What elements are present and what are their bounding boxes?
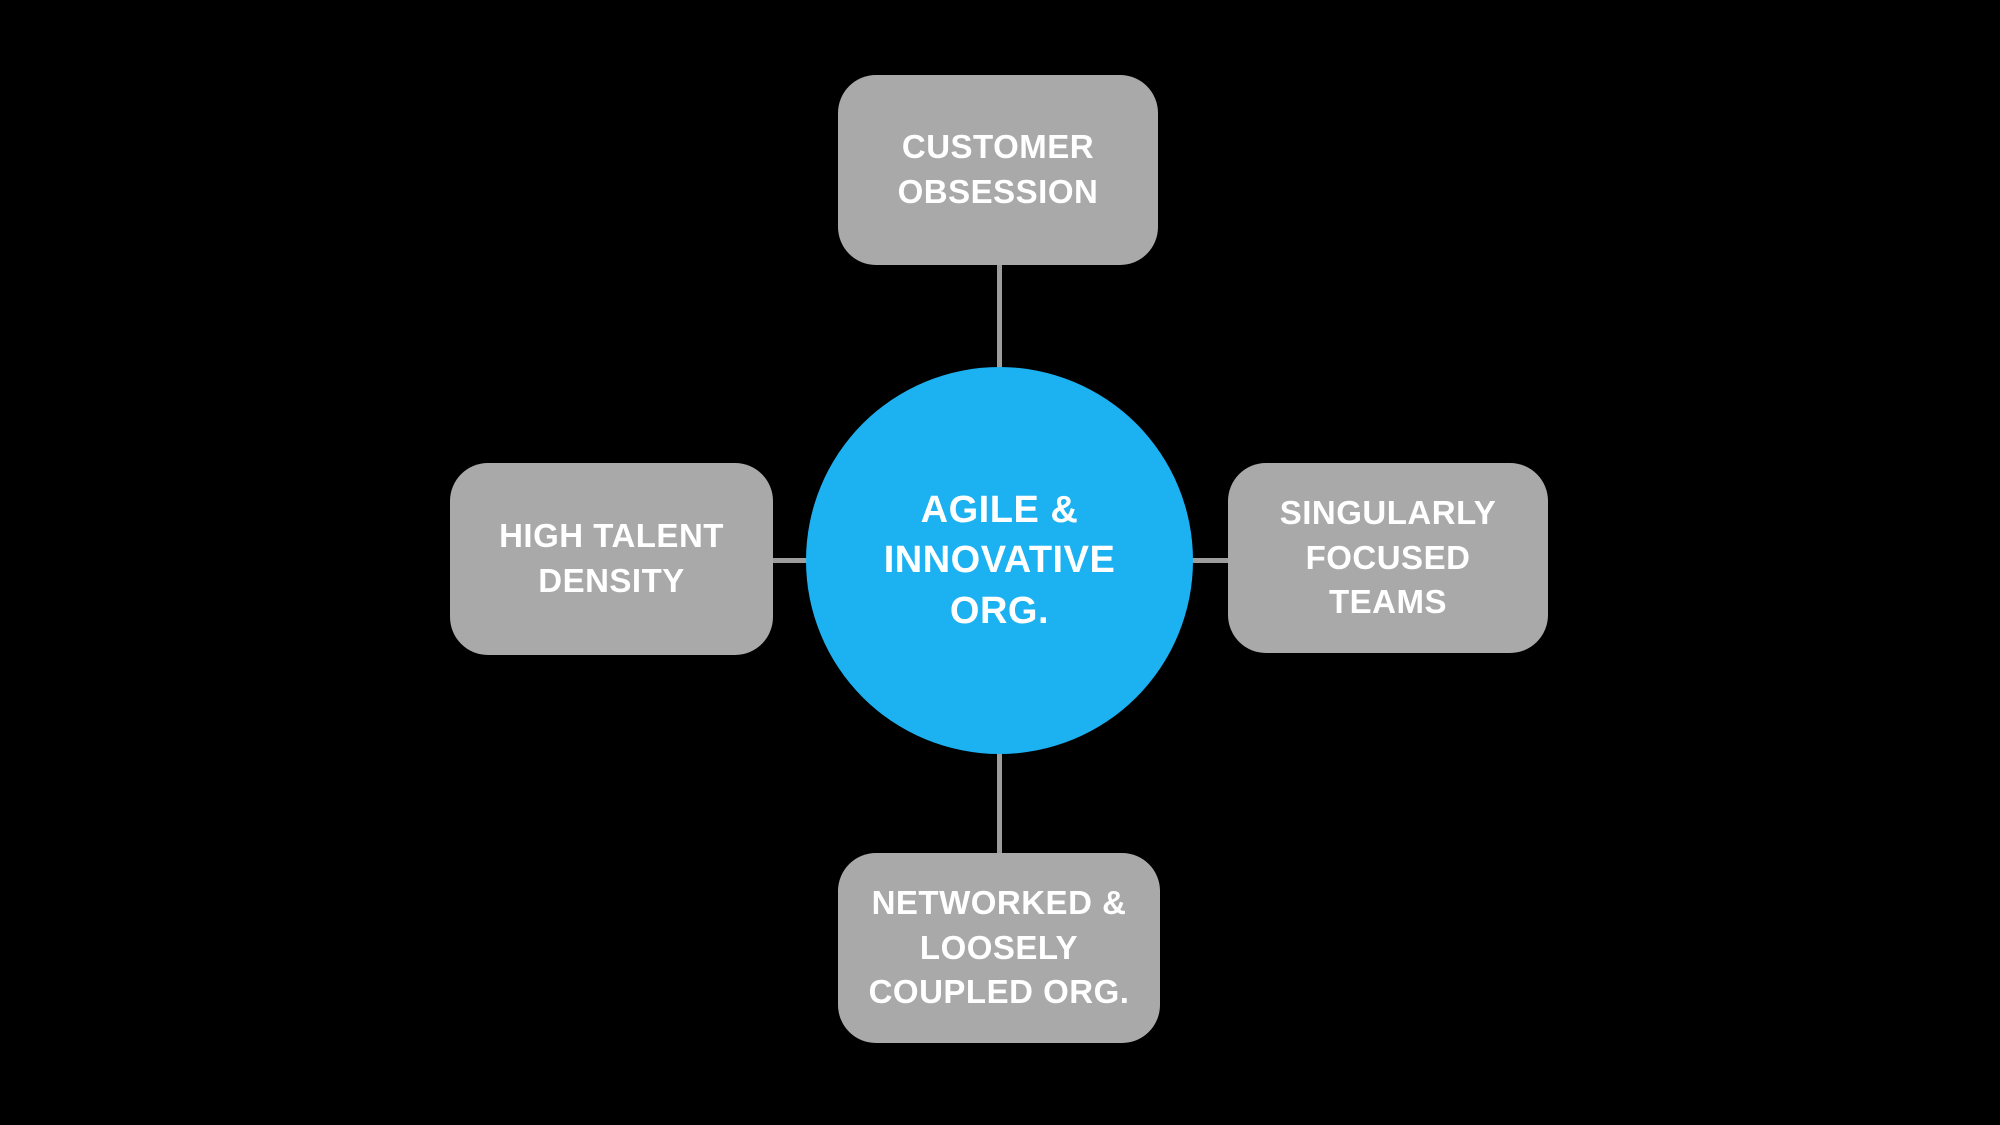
node-networked-loosely-coupled-org: NETWORKED & LOOSELY COUPLED ORG. bbox=[838, 853, 1160, 1043]
connector-hub-to-left bbox=[768, 558, 810, 563]
connector-hub-to-right bbox=[1190, 558, 1232, 563]
node-high-talent-density: HIGH TALENT DENSITY bbox=[450, 463, 773, 655]
connector-hub-to-top bbox=[997, 262, 1002, 372]
node-high-talent-density-label: HIGH TALENT DENSITY bbox=[499, 517, 724, 599]
node-singularly-focused-teams-label: SINGULARLY FOCUSED TEAMS bbox=[1279, 493, 1497, 621]
connector-hub-to-bottom bbox=[997, 748, 1002, 858]
node-networked-loosely-coupled-org-label: NETWORKED & LOOSELY COUPLED ORG. bbox=[868, 883, 1130, 1011]
node-customer-obsession-label: CUSTOMER OBSESSION bbox=[897, 128, 1099, 210]
hub-agile-innovative-org: AGILE & INNOVATIVE ORG. bbox=[806, 367, 1193, 754]
node-customer-obsession: CUSTOMER OBSESSION bbox=[838, 75, 1158, 265]
node-singularly-focused-teams: SINGULARLY FOCUSED TEAMS bbox=[1228, 463, 1548, 653]
hub-agile-innovative-org-label: AGILE & INNOVATIVE ORG. bbox=[883, 489, 1116, 632]
